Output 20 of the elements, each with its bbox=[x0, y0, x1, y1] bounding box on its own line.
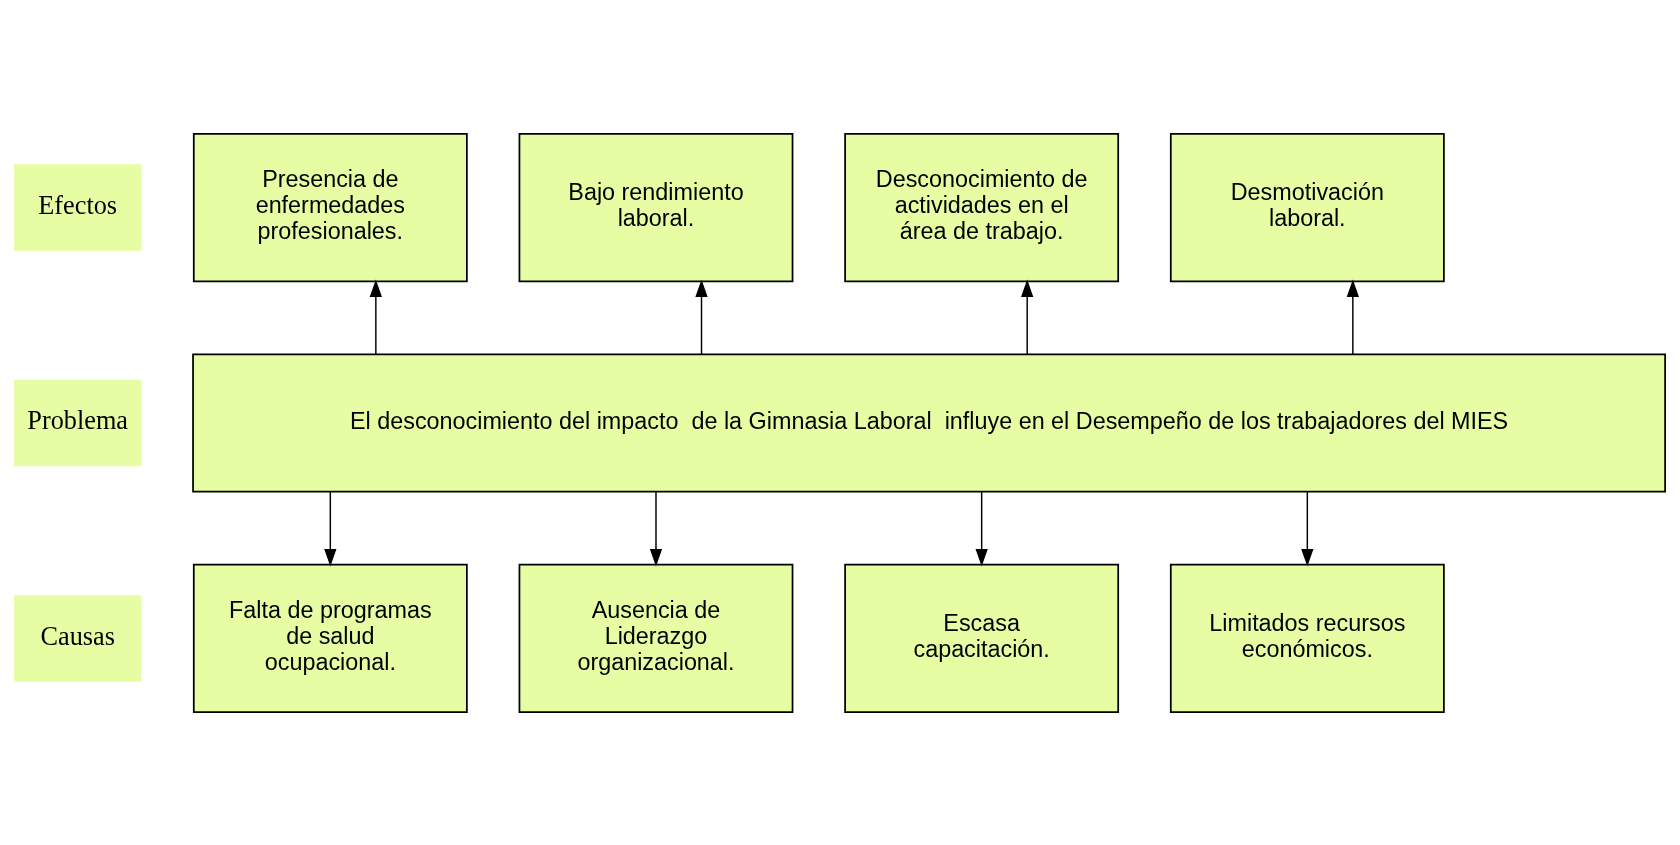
node-box: Escasa capacitación. bbox=[844, 563, 1120, 713]
arrow bbox=[1021, 278, 1034, 355]
node-box: Limitados recursos económicos. bbox=[1169, 563, 1445, 713]
arrow bbox=[649, 490, 663, 567]
node-box: Efectos bbox=[14, 163, 142, 251]
node-box: Falta de programas de salud ocupacional. bbox=[192, 563, 468, 713]
arrow bbox=[1301, 490, 1314, 567]
arrow bbox=[1346, 278, 1359, 355]
arrow bbox=[324, 490, 337, 567]
node-box: Desconocimiento de actividades en el área de trabajo. bbox=[844, 132, 1120, 282]
node-box: Problema bbox=[14, 379, 142, 466]
node-box: Causas bbox=[14, 594, 142, 682]
node-box: Ausencia de Liderazgo organizacional. bbox=[518, 563, 794, 713]
node-box: El desconocimiento del impacto de la Gimnasia Laboral influye en el Desempeño de los trabajadores del MIES bbox=[192, 353, 1666, 492]
arrow bbox=[695, 278, 708, 355]
node-box: Desmotivación laboral. bbox=[1169, 132, 1445, 282]
arrow bbox=[975, 490, 988, 567]
node-box: Bajo rendimiento laboral. bbox=[518, 132, 794, 282]
node-box: Presencia de enfermedades profesionales. bbox=[192, 132, 468, 282]
arrow bbox=[369, 278, 382, 355]
